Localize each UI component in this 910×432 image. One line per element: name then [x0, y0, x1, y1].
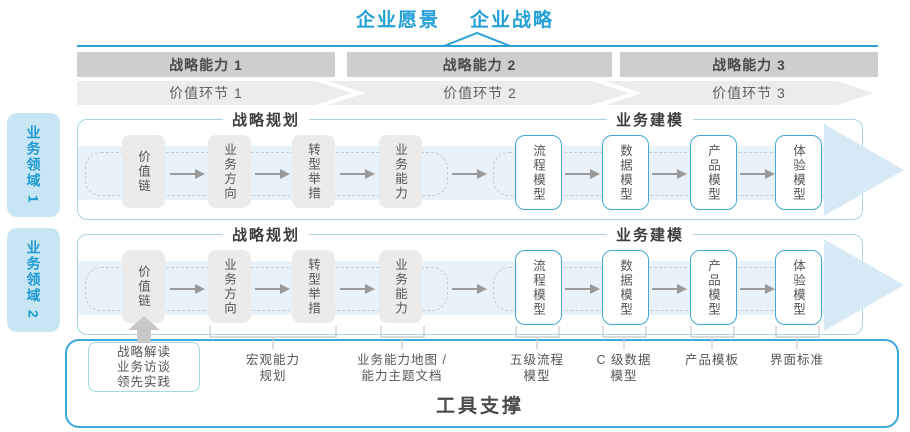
segment-label: 战略能力 3 — [712, 56, 786, 73]
box-transformation-initiatives: 转型举措 — [292, 135, 335, 208]
practice-annotation-box: 战略解读 业务访谈 领先实践 — [88, 342, 200, 392]
flow-arrow-icon — [340, 169, 375, 179]
box-business-direction: 业务方向 — [208, 135, 251, 208]
box-label: 业务方向 — [222, 257, 236, 316]
flow-arrowhead-icon — [824, 124, 904, 216]
box-label: 体验模型 — [791, 143, 805, 202]
strategic-planning-header: 战略规划 — [222, 224, 310, 245]
flow-arrow-icon — [740, 169, 775, 179]
chevron-right-icon — [315, 81, 365, 105]
annotation-macro-capability: 宏观能力 规划 — [245, 353, 301, 383]
box-transformation-initiatives: 转型举措 — [292, 250, 335, 323]
box-label: 数据模型 — [618, 143, 632, 202]
flow-arrow-icon — [340, 284, 375, 294]
box-label: 流程模型 — [531, 143, 545, 202]
domain-label: 业务领域 1 — [25, 125, 42, 205]
chevron-right-icon — [837, 81, 887, 105]
box-experience-model: 体验模型 — [775, 250, 822, 325]
box-data-model: 数据模型 — [602, 250, 649, 325]
business-modeling-header: 业务建模 — [606, 224, 694, 245]
box-product-model: 产品模型 — [690, 135, 737, 210]
box-label: 产品模型 — [706, 143, 720, 202]
annotation-product-template: 产品模板 — [684, 353, 740, 367]
box-label: 产品模型 — [706, 258, 720, 317]
enterprise-vision-title: 企业愿景 — [355, 10, 440, 31]
value-chain-bar: 价值环节 1 价值环节 2 价值环节 3 — [77, 81, 878, 105]
sidebar-business-domain-1: 业务领域 1 — [7, 113, 60, 217]
annotation-data-model: C 级数据 模型 — [596, 353, 652, 383]
box-experience-model: 体验模型 — [775, 135, 822, 210]
business-domain-row-1: 价值链 业务方向 转型举措 业务能力 流程模型 数据模型 产品模型 体验模型 战… — [77, 109, 904, 220]
box-business-capability: 业务能力 — [379, 135, 422, 208]
strategic-capability-segment-2: 战略能力 2 — [347, 52, 612, 77]
box-label: 体验模型 — [791, 258, 805, 317]
dashed-pipeline — [85, 152, 448, 196]
box-label: 价值链 — [136, 264, 150, 309]
box-label: 转型举措 — [306, 142, 320, 201]
box-value-chain: 价值链 — [122, 250, 165, 323]
dashed-pipeline — [85, 267, 448, 311]
box-process-model: 流程模型 — [515, 135, 562, 210]
flow-arrow-icon — [565, 169, 600, 179]
box-value-chain: 价值链 — [122, 135, 165, 208]
enterprise-strategy-title: 企业战略 — [470, 10, 555, 31]
box-business-capability: 业务能力 — [379, 250, 422, 323]
flow-arrowhead-icon — [824, 239, 904, 331]
box-label: 价值链 — [136, 149, 150, 194]
tool-support-label: 工具支撑 — [435, 396, 525, 417]
annotation-process-model: 五级流程 模型 — [509, 353, 565, 383]
flow-arrow-icon — [652, 169, 687, 179]
practice-annotation-label: 战略解读 业务访谈 领先实践 — [116, 344, 171, 389]
vision-peak-line-icon — [77, 31, 878, 47]
value-link-label-1: 价值环节 1 — [169, 85, 243, 101]
sidebar-business-domain-2: 业务领域 2 — [7, 228, 60, 332]
flow-arrow-icon — [452, 169, 487, 179]
segment-label: 战略能力 2 — [442, 56, 517, 73]
tool-support-container — [65, 339, 899, 428]
annotation-ui-standard: 界面标准 — [769, 353, 825, 367]
box-label: 业务能力 — [393, 142, 407, 201]
page-title: 企业愿景 企业战略 — [0, 5, 910, 32]
annotation-capability-map: 业务能力地图 / 能力主题文档 — [357, 353, 447, 383]
business-domain-row-2: 价值链 业务方向 转型举措 业务能力 流程模型 数据模型 产品模型 体验模型 战… — [77, 224, 904, 335]
strategic-planning-header: 战略规划 — [222, 109, 310, 130]
flow-arrow-icon — [255, 284, 290, 294]
flow-arrow-icon — [255, 169, 290, 179]
box-product-model: 产品模型 — [690, 250, 737, 325]
domain-label: 业务领域 2 — [25, 240, 42, 320]
box-process-model: 流程模型 — [515, 250, 562, 325]
segment-label: 战略能力 1 — [169, 56, 243, 73]
box-label: 转型举措 — [306, 257, 320, 316]
business-modeling-header: 业务建模 — [606, 109, 694, 130]
strategic-capability-segment-3: 战略能力 3 — [620, 52, 878, 77]
box-label: 业务能力 — [393, 257, 407, 316]
box-data-model: 数据模型 — [602, 135, 649, 210]
flow-arrow-icon — [652, 284, 687, 294]
strategic-capability-segment-1: 战略能力 1 — [77, 52, 335, 77]
box-label: 业务方向 — [222, 142, 236, 201]
flow-arrow-icon — [170, 284, 205, 294]
value-link-label-3: 价值环节 3 — [712, 85, 786, 101]
box-label: 流程模型 — [531, 258, 545, 317]
box-business-direction: 业务方向 — [208, 250, 251, 323]
value-link-label-2: 价值环节 2 — [443, 85, 517, 101]
flow-arrow-icon — [170, 169, 205, 179]
box-label: 数据模型 — [618, 258, 632, 317]
flow-arrow-icon — [740, 284, 775, 294]
flow-arrow-icon — [452, 284, 487, 294]
flow-arrow-icon — [565, 284, 600, 294]
chevron-right-icon — [592, 81, 642, 105]
